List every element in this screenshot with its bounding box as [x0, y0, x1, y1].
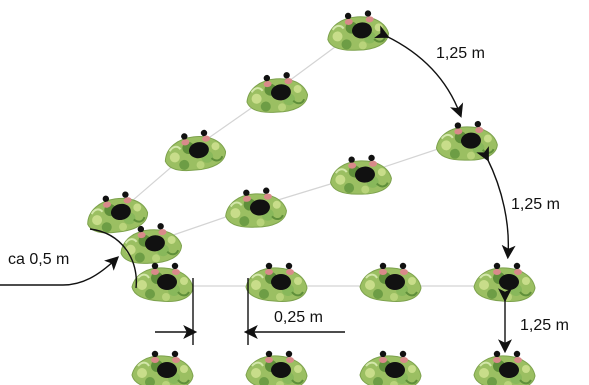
- prone-soldier-icon: [242, 68, 311, 118]
- right-spacing-label: 1,25 m: [511, 196, 560, 213]
- prone-soldier-icon: [473, 349, 536, 385]
- prone-soldier-icon: [160, 125, 229, 177]
- pivot-radius-arrow: [0, 256, 120, 286]
- prone-soldier-icon: [359, 261, 422, 303]
- top-spacing-arrow: [374, 25, 464, 118]
- prone-soldier-icon: [359, 349, 422, 385]
- prone-soldier-icon: [245, 261, 308, 303]
- inner-formation-line: [149, 139, 466, 244]
- prone-soldier-icon: [131, 349, 194, 385]
- pivot-radius-arc: [89, 228, 138, 289]
- top-spacing-label: 1,25 m: [436, 45, 485, 62]
- prone-soldier-icon: [327, 152, 394, 199]
- horizontal-spacing-label: 0,25 m: [274, 309, 323, 326]
- prone-soldier-icon: [222, 184, 289, 232]
- prone-soldier-icon: [323, 7, 392, 56]
- right-spacing-arrow: [476, 146, 516, 260]
- prone-soldier-icon: [131, 261, 194, 303]
- prone-soldier-icon: [245, 349, 308, 385]
- prone-soldier-icon: [473, 261, 536, 303]
- prone-soldier-icon: [433, 118, 500, 164]
- outer-formation-line: [117, 29, 359, 214]
- pivot-radius-label: ca 0,5 m: [8, 251, 69, 268]
- vertical-spacing-label: 1,25 m: [520, 317, 569, 334]
